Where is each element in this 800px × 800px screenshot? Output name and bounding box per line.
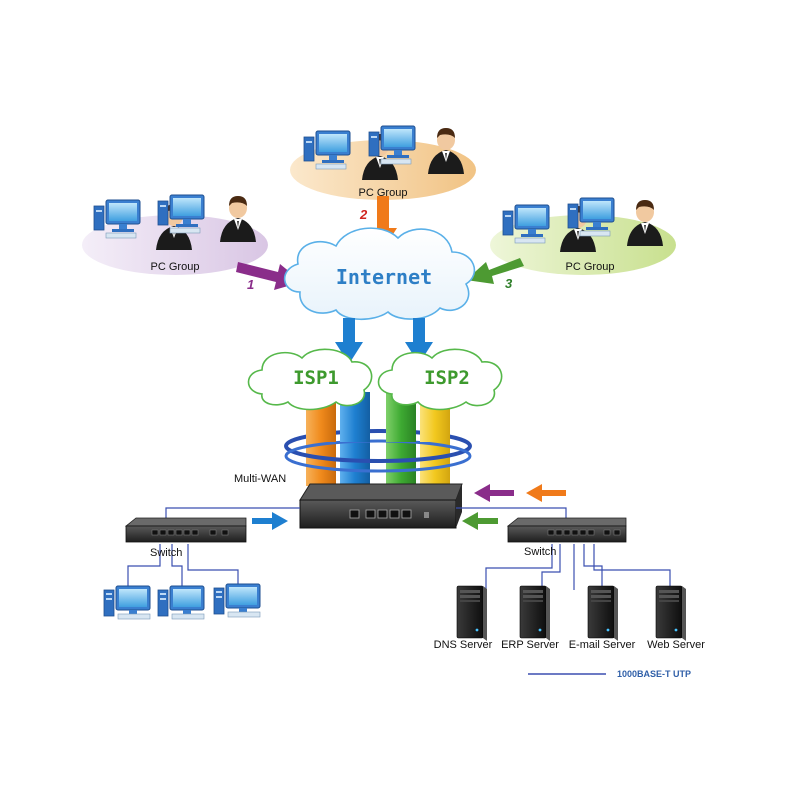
server-erp-label: ERP Server [501,639,559,651]
internet-cloud: Internet [283,227,476,321]
server-web-label: Web Server [647,639,705,651]
pc-group-3-label: PC Group [566,261,615,273]
server-email: E-mail Server [569,585,636,651]
pc-group-2: PC Group [290,125,476,200]
multi-wan-router: Multi-WAN [234,473,463,529]
pc-group-1: PC Group [82,194,268,275]
pc-group-2-label: PC Group [359,187,408,199]
lan-pc-3 [213,583,261,618]
arrow-router-orange [526,484,566,502]
cables [127,507,671,590]
arrow-1-number: 1 [247,277,254,292]
isp1-label: ISP1 [293,367,339,389]
pc-group-3: PC Group [490,197,676,275]
arrow-router-purple [474,484,514,502]
arrow-3: 3 [466,258,524,291]
server-dns-label: DNS Server [434,639,493,651]
lan-pcs [103,583,261,620]
arrow-router-green [462,512,498,530]
multi-wan-label: Multi-WAN [234,473,286,485]
switch-right-label: Switch [524,546,556,558]
server-email-label: E-mail Server [569,639,636,651]
arrow-switch-to-router [252,512,288,530]
isp1-cloud: ISP1 [247,348,373,411]
legend: 1000BASE-T UTP [528,669,691,679]
router-arrows [252,484,566,530]
arrow-3-number: 3 [505,276,513,291]
isp2-label: ISP2 [424,367,470,389]
pc-group-1-label: PC Group [151,261,200,273]
isp2-cloud: ISP2 [377,348,503,411]
switch-left-label: Switch [150,547,182,559]
internet-label: Internet [336,265,432,289]
lan-pc-1 [103,585,151,620]
server-web: Web Server [647,585,705,651]
switch-right: Switch [506,517,627,558]
legend-label: 1000BASE-T UTP [617,669,691,679]
lan-pc-2 [157,585,205,620]
server-erp: ERP Server [501,585,559,651]
switch-left: Switch [124,517,247,559]
wan-rings [284,428,472,473]
arrow-2-number: 2 [359,207,368,222]
server-dns: DNS Server [434,585,493,651]
